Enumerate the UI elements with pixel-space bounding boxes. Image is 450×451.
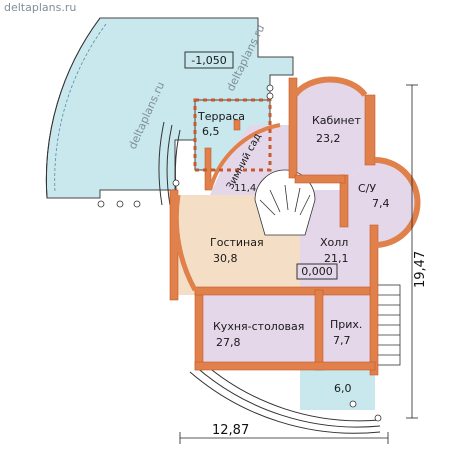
columns xyxy=(97,84,382,422)
porch-floor xyxy=(300,370,375,410)
bottom-steps-2 xyxy=(194,365,381,428)
study-area: 23,2 xyxy=(316,132,341,145)
side-stairs xyxy=(374,284,401,366)
living-name: Гостиная xyxy=(210,236,264,249)
winter-garden-area: 11,4 xyxy=(234,183,256,194)
bathroom-floor xyxy=(345,160,418,245)
living-curved-wall xyxy=(173,194,198,292)
kitchen-floor xyxy=(200,295,318,365)
study-floor xyxy=(295,79,375,180)
bathroom-area: 7,4 xyxy=(372,197,390,210)
kitchen-area: 27,8 xyxy=(216,336,241,349)
terrace-railing xyxy=(54,23,107,193)
entry-floor xyxy=(322,295,370,365)
depth-dimension: 19,47 xyxy=(413,251,428,288)
terrace-area: 6,5 xyxy=(202,125,220,138)
hall-area: 21,1 xyxy=(324,252,349,265)
porch-area: 6,0 xyxy=(334,382,352,395)
kitchen-name: Кухня-столовая xyxy=(213,320,304,333)
width-dimension: 12,87 xyxy=(212,423,249,438)
terrace-level-box xyxy=(184,51,234,69)
floor-level: 0,000 xyxy=(301,265,333,278)
hall-name: Холл xyxy=(320,236,348,249)
terrace-name: Терраса xyxy=(197,110,245,123)
living-area: 30,8 xyxy=(213,252,238,265)
dimension-lines xyxy=(179,84,418,444)
walls xyxy=(169,77,379,376)
bottom-steps xyxy=(199,359,381,422)
winter-garden-glazing xyxy=(208,123,281,191)
left-step-arcs-3 xyxy=(158,121,165,206)
entry-name: Прих. xyxy=(330,318,362,331)
floor-level-box xyxy=(296,263,338,280)
study-arc-wall xyxy=(292,76,368,97)
study-name: Кабинет xyxy=(312,114,361,127)
terrace-level: -1,050 xyxy=(191,54,226,67)
entry-area: 7,7 xyxy=(333,334,351,347)
left-step-arcs-2 xyxy=(166,124,173,206)
bottom-steps-3 xyxy=(189,371,381,434)
bathroom-bay-wall xyxy=(374,157,421,248)
bathroom-name: С/У xyxy=(358,182,376,195)
watermark: deltaplans.ru xyxy=(4,1,76,14)
terrace-steps xyxy=(45,17,101,199)
